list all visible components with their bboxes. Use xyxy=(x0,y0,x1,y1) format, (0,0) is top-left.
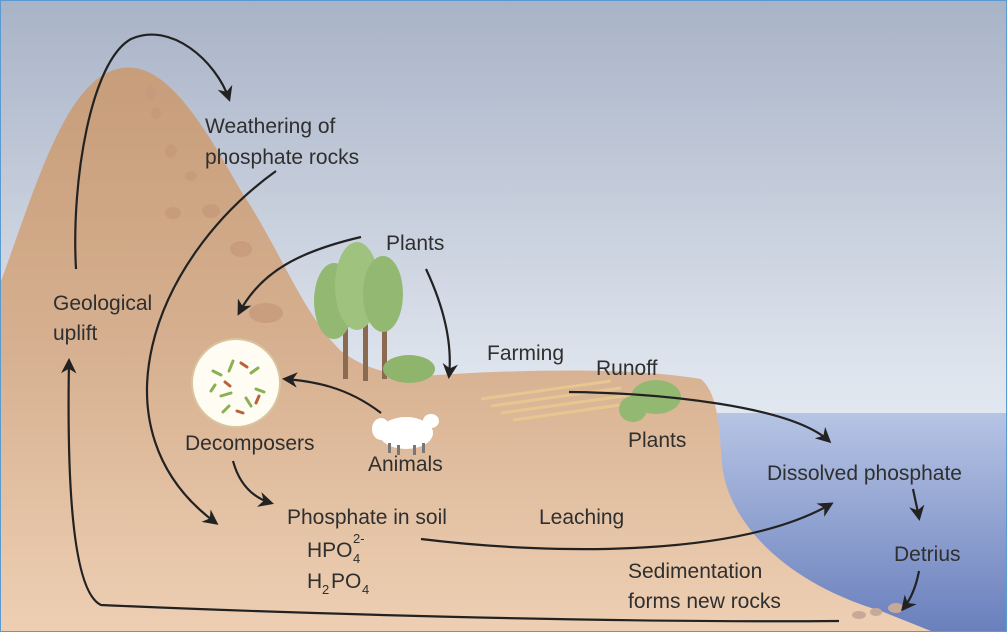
h2po4-formula: H 2 PO 4 xyxy=(307,570,369,597)
runoff-arrow xyxy=(568,390,832,444)
farm-field xyxy=(480,379,642,422)
hpo4-formula: HPO 4 2- xyxy=(307,531,365,566)
cycle-arrows xyxy=(61,33,925,623)
sediment-to-uplift-arrow xyxy=(61,357,840,623)
sedimentation-label-2: forms new rocks xyxy=(628,590,781,613)
weathering-label-2: phosphate rocks xyxy=(205,146,359,169)
svg-text:H: H xyxy=(307,570,322,593)
geological-label-2: uplift xyxy=(53,322,98,345)
weathering-label-1: Weathering of xyxy=(205,115,336,138)
phosphate-in-soil-label: Phosphate in soil xyxy=(287,506,447,529)
runoff-label: Runoff xyxy=(596,357,658,380)
leaching-arrow xyxy=(420,502,834,551)
plants-top-label: Plants xyxy=(386,232,444,255)
dissolved-phosphate-label: Dissolved phosphate xyxy=(767,462,962,485)
sheep xyxy=(372,414,439,455)
geological-label-1: Geological xyxy=(53,292,152,315)
mountain-stones xyxy=(146,86,283,323)
trees xyxy=(314,242,435,383)
svg-text:HPO: HPO xyxy=(307,539,353,562)
plants-to-decomposers-arrow xyxy=(237,235,362,316)
weathering-to-soil-arrow xyxy=(145,170,277,525)
leaching-label: Leaching xyxy=(539,506,624,529)
decomposers-to-soil-arrow xyxy=(231,460,274,507)
detritus-to-sediment-arrow xyxy=(901,570,921,612)
svg-text:2: 2 xyxy=(322,582,329,597)
animals-label: Animals xyxy=(368,453,443,476)
seabed-stones xyxy=(852,603,904,619)
farming-label: Farming xyxy=(487,342,564,365)
sedimentation-label-1: Sedimentation xyxy=(628,560,762,583)
dissolved-to-detritus-arrow xyxy=(909,488,925,522)
svg-text:2-: 2- xyxy=(353,531,365,546)
animals-to-decomposers-arrow xyxy=(281,372,382,414)
plants-bottom-label: Plants xyxy=(628,429,686,452)
svg-text:4: 4 xyxy=(362,582,369,597)
decomposers-label: Decomposers xyxy=(185,432,315,455)
svg-text:4: 4 xyxy=(353,551,360,566)
detritus-label: Detrius xyxy=(894,543,961,566)
plants-to-animals-arrow xyxy=(425,268,458,380)
uplift-to-weathering-arrow xyxy=(74,33,233,270)
svg-text:PO: PO xyxy=(331,570,361,593)
decomposers-circle xyxy=(191,338,281,428)
